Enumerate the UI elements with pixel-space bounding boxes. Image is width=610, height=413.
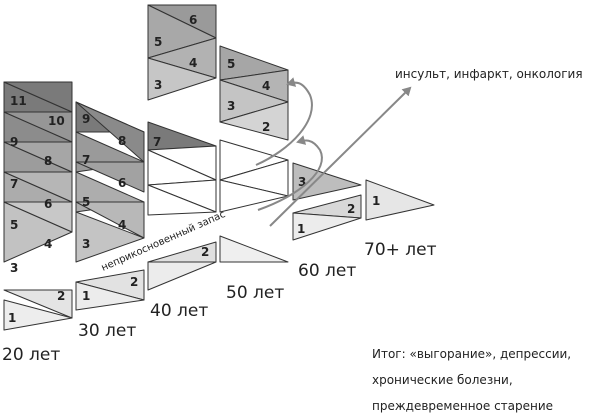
num-top-4: 4: [189, 56, 197, 70]
tri-20-10: [3, 81, 73, 113]
tri-sec-2: [219, 101, 289, 141]
column-50: [219, 139, 289, 263]
num-30-9: 9: [82, 112, 90, 126]
tri-60-3: [292, 162, 362, 201]
num-20-4: 4: [44, 237, 52, 251]
age-label-50: 50 лет: [226, 283, 284, 303]
num-40-2: 2: [201, 245, 209, 259]
num-20-11: 11: [10, 94, 27, 108]
tri-60-1: [292, 212, 362, 241]
num-20-2: 2: [57, 289, 65, 303]
num-30-2: 2: [130, 275, 138, 289]
num-70-1: 1: [372, 194, 380, 208]
num-30-3: 3: [82, 237, 90, 251]
tri-20-8: [3, 111, 73, 143]
num-60-1: 1: [297, 222, 305, 236]
num-20-9: 9: [10, 135, 18, 149]
arrow-curve-1: [255, 77, 313, 166]
summary-line-2: хронические болезни,: [372, 373, 513, 387]
column-60: 3 2 1: [292, 162, 362, 241]
tri-20-4: [3, 171, 73, 203]
num-20-7: 7: [10, 177, 18, 191]
tri-30-4: [75, 201, 145, 239]
num-top-6: 6: [189, 13, 197, 27]
num-30-6: 6: [118, 176, 126, 190]
tri-30-3: [75, 211, 145, 263]
second-stack: 5 4 3 2: [219, 45, 289, 141]
tri-20-2: [3, 289, 73, 319]
consequence-label: инсульт, инфаркт, онкология: [395, 67, 583, 81]
age-label-40: 40 лет: [150, 301, 208, 321]
num-top-5: 5: [154, 35, 162, 49]
column-30: 9 8 7 6 5 4 3 2 1: [75, 101, 145, 311]
column-20: 11 10 9 8 7 6 5 4 3 2 1: [3, 81, 73, 331]
num-40-7: 7: [153, 135, 161, 149]
num-20-8: 8: [44, 154, 52, 168]
summary-line-3: преждевременное старение: [372, 399, 553, 413]
age-label-30: 30 лет: [78, 321, 136, 341]
tri-40-empty-d: [147, 184, 217, 216]
num-20-6: 6: [44, 197, 52, 211]
num-20-5: 5: [10, 218, 18, 232]
age-label-60: 60 лет: [298, 261, 356, 281]
tri-50-base: [219, 235, 289, 263]
column-70: 1: [365, 179, 435, 221]
tri-30-8: [75, 101, 145, 163]
num-sec-5: 5: [227, 57, 235, 71]
tri-30-1: [75, 281, 145, 311]
num-60-2: 2: [347, 202, 355, 216]
arrow-straight: [269, 86, 412, 227]
num-30-4: 4: [118, 218, 126, 232]
num-20-10: 10: [48, 114, 65, 128]
num-30-8: 8: [118, 134, 126, 148]
tri-20-6: [3, 141, 73, 173]
summary-line-1: Итог: «выгорание», депрессии,: [372, 347, 571, 361]
num-sec-2: 2: [262, 120, 270, 134]
age-label-70: 70+ лет: [364, 240, 437, 260]
num-30-1: 1: [82, 289, 90, 303]
top-stack: 6 5 4 3: [147, 4, 217, 101]
tri-30-6: [75, 161, 145, 193]
tri-top-3: [147, 57, 217, 101]
num-20-1: 1: [8, 311, 16, 325]
tri-20-1: [3, 299, 73, 331]
age-label-20: 20 лет: [2, 345, 60, 365]
tri-40-1: [147, 261, 217, 291]
num-30-5: 5: [82, 195, 90, 209]
num-sec-3: 3: [227, 99, 235, 113]
num-30-7: 7: [82, 153, 90, 167]
tri-50-empty-c: [219, 179, 289, 213]
tri-70-1: [365, 179, 435, 221]
arrow-curve-2: [257, 135, 323, 211]
num-sec-4: 4: [262, 79, 270, 93]
num-20-3: 3: [10, 261, 18, 275]
num-60-3: 3: [298, 175, 306, 189]
column-40: 7 2: [147, 121, 217, 291]
tri-20-3b: [3, 201, 73, 233]
num-top-3: 3: [154, 78, 162, 92]
